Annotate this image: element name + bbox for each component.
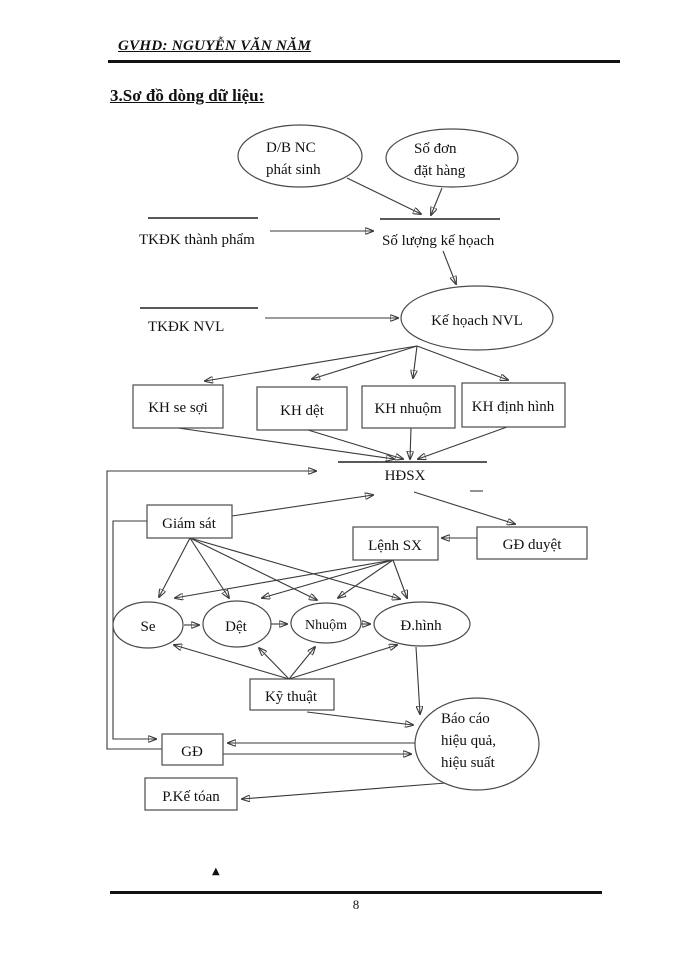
- db-nc-label-line2: phát sinh: [266, 162, 321, 178]
- flow-line: [174, 645, 290, 680]
- box-gd-duyet: [476, 526, 588, 560]
- so-luong-label: Số lượng kế họach: [382, 233, 495, 249]
- so-don-label-line1: Số đơn: [414, 141, 457, 157]
- box-gd: [161, 733, 224, 766]
- flow-line: [189, 537, 400, 599]
- kh-se-soi-label: KH se sợi: [148, 400, 208, 416]
- bao-cao-label-line1: Báo cáo: [441, 711, 490, 727]
- bao-cao-label-line3: hiệu suất: [441, 755, 496, 771]
- flow-line: [262, 559, 394, 598]
- box-ky-thuat: [249, 678, 335, 711]
- page-number: 8: [352, 897, 360, 912]
- arrow-giamsat-to-hdsx: [231, 495, 373, 517]
- flow-line: [189, 537, 317, 600]
- d-hinh-label: Đ.hình: [400, 618, 442, 634]
- box-kh-se-soi: [132, 384, 224, 429]
- arrow-dbnc-to-soluong: [346, 177, 421, 214]
- ke-hoach-nvl-label: Kế họach NVL: [431, 313, 523, 329]
- bao-cao-label-line2: hiệu quả,: [441, 733, 496, 749]
- fan-giamsat-to-processes: [159, 537, 400, 600]
- flow-line: [177, 427, 394, 459]
- arrow-kythuat-to-baocao: [306, 711, 413, 725]
- flow-line: [288, 647, 315, 680]
- ellipse-det: [202, 600, 272, 648]
- gd-duyet-label: GĐ duyệt: [503, 537, 563, 553]
- tkdk-thanh-pham-label: TKĐK thành phẩm: [139, 232, 255, 248]
- box-kh-nhuom: [361, 385, 456, 429]
- header-rule: [108, 60, 620, 63]
- flow-line: [413, 345, 418, 378]
- db-nc-label-line1: D/B NC: [266, 140, 316, 156]
- flow-line: [416, 345, 508, 380]
- flow-line: [259, 648, 290, 680]
- flow-line: [418, 426, 508, 459]
- fan-lenhsx-to-processes: [175, 559, 407, 598]
- fan-kythuat-to-processes: [174, 645, 397, 680]
- nhuom-label: Nhuộm: [305, 618, 347, 633]
- fan-kehoachnvl-to-kh-boxes: [205, 345, 508, 381]
- so-don-label-line2: đặt hàng: [414, 163, 466, 179]
- tkdk-nvl-label: TKĐK NVL: [148, 319, 224, 335]
- triangle-marker: ▲: [212, 866, 220, 877]
- box-giam-sat: [146, 504, 233, 539]
- flow-arrows: [106, 177, 515, 799]
- p-ke-toan-label: P.Kế tóan: [162, 789, 220, 805]
- ellipse-nhuom: [290, 602, 362, 644]
- ellipse-db-nc: [237, 124, 363, 188]
- flow-line: [312, 345, 418, 379]
- flow-line: [189, 537, 229, 598]
- box-kh-dinh-hinh: [461, 382, 566, 428]
- box-lenh-sx: [352, 526, 439, 561]
- flow-line: [392, 559, 407, 598]
- ky-thuat-label: Kỹ thuật: [265, 689, 318, 705]
- arrow-giamsat-to-gd: [112, 520, 156, 739]
- fan-kh-boxes-to-hdsx: [177, 426, 508, 459]
- ellipse-bao-cao: [414, 697, 540, 791]
- kh-nhuom-label: KH nhuộm: [374, 401, 441, 417]
- flow-line: [205, 345, 418, 381]
- footer-rule: [110, 891, 602, 894]
- arrow-sodon-to-soluong: [431, 187, 443, 215]
- arrow-baocao-to-pketoan: [242, 782, 447, 799]
- arrow-dhinh-to-baocao: [415, 646, 420, 714]
- diagram-labels: D/B NC phát sinh Số đơn đặt hàng TKĐK th…: [139, 140, 562, 877]
- box-kh-det: [256, 386, 348, 431]
- lenh-sx-label: Lệnh SX: [368, 538, 422, 554]
- gd-label: GĐ: [181, 744, 203, 760]
- giam-sat-label: Giám sát: [162, 516, 217, 532]
- page-header: GVHD: NGUYỄN VĂN NĂM: [118, 38, 312, 54]
- arrow-gd-to-hdsx: [106, 471, 316, 750]
- flow-line: [288, 645, 397, 680]
- flow-line: [307, 429, 403, 459]
- flow-line: [410, 427, 411, 459]
- box-p-ke-toan: [144, 777, 238, 811]
- kh-dinh-hinh-label: KH định hình: [472, 399, 555, 415]
- ellipse-se: [112, 601, 184, 649]
- ellipse-d-hinh: [373, 601, 471, 647]
- flow-line: [159, 537, 191, 597]
- arrow-soluong-to-kehoachnvl: [442, 250, 456, 284]
- section-title: 3.Sơ đồ dòng dữ liệu:: [110, 86, 265, 105]
- arrow-hdsx-to-gdduyet: [413, 491, 515, 524]
- flow-line: [175, 559, 394, 598]
- hdsx-label: HĐSX: [385, 468, 426, 484]
- se-label: Se: [141, 619, 156, 635]
- kh-det-label: KH dệt: [280, 403, 325, 419]
- ellipse-ke-hoach-nvl: [400, 285, 554, 351]
- flow-line: [338, 559, 394, 598]
- diagram-shapes: [112, 124, 588, 811]
- ellipse-so-don: [385, 128, 519, 188]
- det-label: Dệt: [225, 619, 247, 635]
